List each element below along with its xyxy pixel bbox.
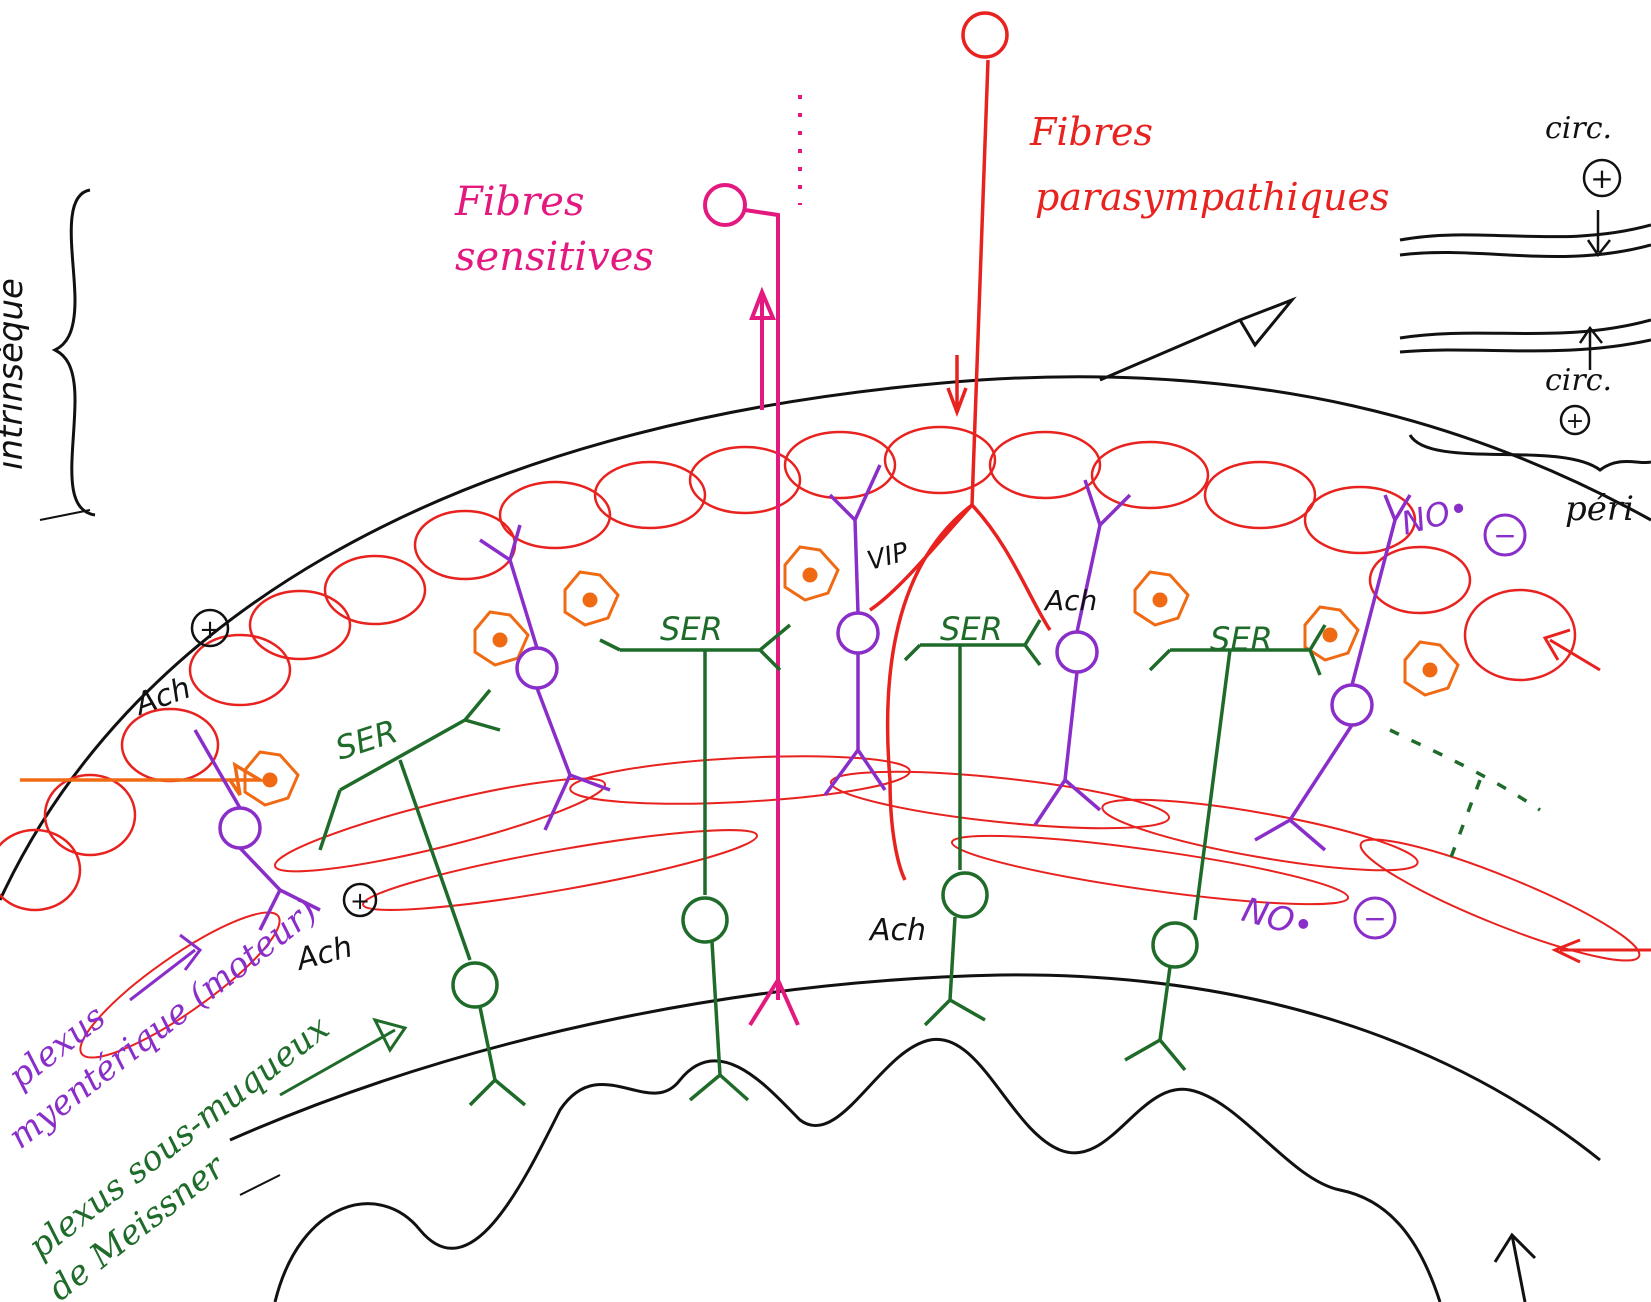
ser-label: SER (940, 610, 1003, 648)
inset-wall-top-1 (1400, 225, 1651, 240)
motor-plexus-label: plexus myentérique (moteur) (1, 892, 325, 1158)
muscle-cell (325, 556, 425, 624)
icc-cell (1405, 642, 1458, 695)
submucosal-neuron (600, 625, 790, 1100)
mucosal-villi-wave (275, 1039, 1440, 1302)
plus-sign: + (350, 887, 370, 915)
inset-wall-bottom-1 (1400, 320, 1651, 338)
sensory-label-line2: sensitives (455, 234, 654, 280)
no-label: NO• (1238, 890, 1318, 947)
motor-plexus-line2: myentérique (moteur) (1, 892, 325, 1158)
inset-wall-top-2 (1400, 245, 1651, 257)
icc-cell (1135, 572, 1188, 625)
submucosal-neuron (1125, 625, 1325, 1070)
vip-label: VIP (864, 537, 912, 577)
muscle-cell (690, 447, 800, 513)
sensory-neuron-soma (705, 185, 745, 225)
muscle-cell (1092, 442, 1208, 508)
icc-cell (565, 572, 618, 625)
submucosal-dashed-link (1390, 730, 1540, 860)
long-muscle-cell (1099, 786, 1422, 885)
parasympathetic-fiber: Fibres parasympathiques (870, 13, 1389, 880)
motor-neuron (1035, 480, 1130, 825)
parasympathetic-label-line2: parasympathiques (1035, 175, 1389, 219)
icc-cell (785, 547, 838, 600)
muscle-inset: circ. + circ. + péri (1400, 111, 1651, 529)
icc-cell (1305, 607, 1358, 660)
long-muscle-cell (360, 816, 761, 925)
muscle-cell (1305, 487, 1415, 553)
peri-label: péri (1565, 489, 1634, 529)
inset-wall-bottom-2 (1400, 340, 1651, 352)
long-muscle-cell (1352, 822, 1648, 979)
ser-label: SER (660, 610, 723, 648)
left-tick (40, 510, 90, 520)
submucosal-neuron (905, 620, 1040, 1025)
muscle-cell (885, 427, 995, 493)
mucosa-inner-arc (230, 975, 1600, 1160)
lumen-arrow (1495, 1235, 1535, 1302)
sensory-terminal (750, 980, 798, 1025)
motor-neuron (825, 465, 885, 795)
muscle-cell (45, 775, 135, 855)
interstitial-cells (245, 547, 1458, 805)
submucosal-plexus-tick (240, 1175, 280, 1195)
inset-brace (1410, 435, 1651, 470)
muscle-cell (1205, 462, 1315, 528)
ser-labels: SER SER SER SER (331, 610, 1273, 768)
circular-muscle-layer (0, 427, 1575, 910)
minus-sign: − (1363, 902, 1386, 935)
left-vertical-label: intrinsèque (0, 278, 31, 470)
ser-label: SER (1210, 620, 1273, 658)
layer-pointer-arrow (1100, 300, 1292, 380)
muscle-cell (990, 432, 1100, 498)
ach-label: Ach (1043, 584, 1097, 617)
motor-neurons (195, 465, 1410, 930)
sensory-arrow (752, 292, 773, 410)
muscle-cell (250, 591, 350, 659)
circ-bottom-label: circ. (1545, 363, 1612, 398)
muscle-cell (0, 830, 80, 910)
circ-bottom-plus: + (1566, 409, 1584, 434)
sensory-label-line1: Fibres (454, 179, 584, 225)
muscle-cell (595, 462, 705, 528)
long-muscle-cell (270, 763, 611, 888)
parasympathetic-neuron-soma (963, 13, 1007, 57)
minus-sign: − (1493, 519, 1516, 552)
long-muscle-cell (569, 749, 911, 811)
submucosal-neurons (320, 620, 1540, 1105)
ach-label: Ach (129, 670, 196, 723)
parasympathetic-label-line1: Fibres (1029, 110, 1153, 154)
no-labels: NO• − NO• − (1238, 488, 1525, 947)
circ-top-plus: + (1590, 162, 1613, 195)
circ-top-label: circ. (1545, 111, 1612, 146)
sensory-fiber: Fibres sensitives (454, 95, 800, 1025)
plus-sign: + (199, 615, 221, 645)
ach-label: Ach (868, 913, 926, 948)
left-brace (55, 190, 95, 515)
serosa-outer-arc (0, 377, 1651, 900)
